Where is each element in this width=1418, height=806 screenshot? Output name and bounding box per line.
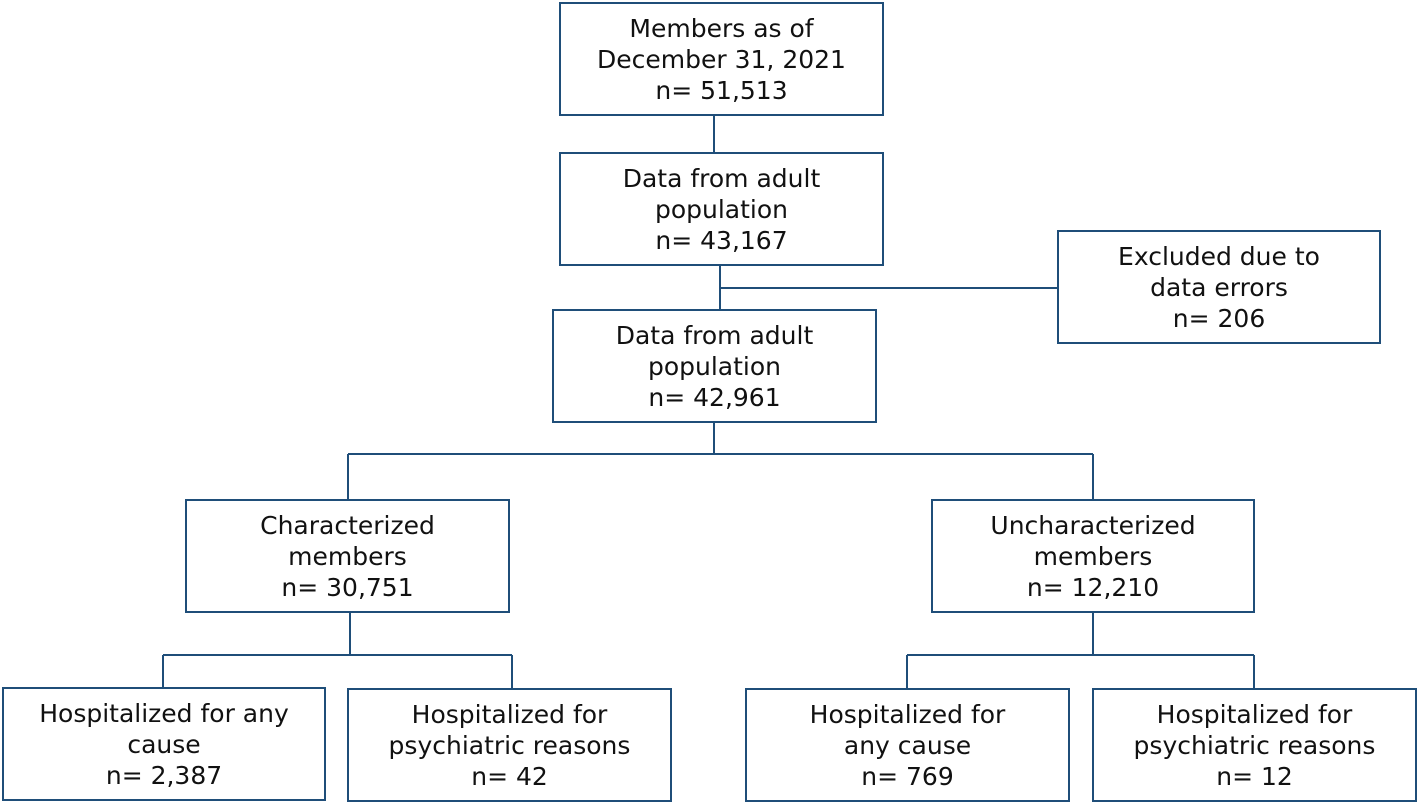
uncharacterized-line-1: Uncharacterized (990, 510, 1196, 540)
box-unchar-any-cause: Hospitalized for any cause n= 769 (745, 688, 1070, 802)
uncharacterized-line-2: members (1033, 541, 1153, 571)
box-unchar-psychiatric: Hospitalized for psychiatric reasons n= … (1092, 688, 1417, 802)
unchar-any-cause-line-2: any cause (843, 730, 972, 760)
unchar-psychiatric-line-2: psychiatric reasons (1133, 730, 1376, 760)
box-char-psychiatric: Hospitalized for psychiatric reasons n= … (347, 688, 672, 802)
excluded-line-1: Excluded due to (1118, 241, 1320, 271)
adult-population-line-1: Data from adult (622, 163, 821, 193)
char-any-cause-count: n= 2,387 (105, 760, 223, 790)
char-psychiatric-line-1: Hospitalized for (411, 699, 608, 729)
box-members: Members as of December 31, 2021 n= 51,51… (559, 2, 884, 116)
box-characterized: Characterized members n= 30,751 (185, 499, 510, 613)
char-psychiatric-line-2: psychiatric reasons (388, 730, 631, 760)
char-psychiatric-count: n= 42 (471, 761, 548, 791)
uncharacterized-count: n= 12,210 (1026, 572, 1160, 602)
members-line-2: December 31, 2021 (597, 44, 846, 74)
characterized-line-1: Characterized (260, 510, 435, 540)
unchar-any-cause-line-1: Hospitalized for (809, 699, 1006, 729)
members-line-1: Members as of (629, 13, 814, 43)
adult-population-line-2: population (654, 194, 789, 224)
members-count: n= 51,513 (655, 75, 788, 105)
adult-population-final-line-2: population (647, 351, 782, 381)
box-adult-population-final: Data from adult population n= 42,961 (552, 309, 877, 423)
characterized-count: n= 30,751 (281, 572, 414, 602)
unchar-psychiatric-line-1: Hospitalized for (1156, 699, 1353, 729)
box-excluded: Excluded due to data errors n= 206 (1057, 230, 1381, 344)
excluded-line-2: data errors (1150, 272, 1288, 302)
unchar-any-cause-count: n= 769 (861, 761, 954, 791)
char-any-cause-line-1: Hospitalized for any (39, 698, 289, 728)
box-uncharacterized: Uncharacterized members n= 12,210 (931, 499, 1255, 613)
characterized-line-2: members (288, 541, 407, 571)
excluded-count: n= 206 (1172, 303, 1266, 333)
adult-population-final-line-1: Data from adult (615, 320, 814, 350)
box-adult-population: Data from adult population n= 43,167 (559, 152, 884, 266)
adult-population-count: n= 43,167 (655, 225, 788, 255)
adult-population-final-count: n= 42,961 (648, 382, 781, 412)
char-any-cause-line-2: cause (127, 729, 201, 759)
unchar-psychiatric-count: n= 12 (1216, 761, 1293, 791)
box-char-any-cause: Hospitalized for any cause n= 2,387 (2, 687, 326, 801)
